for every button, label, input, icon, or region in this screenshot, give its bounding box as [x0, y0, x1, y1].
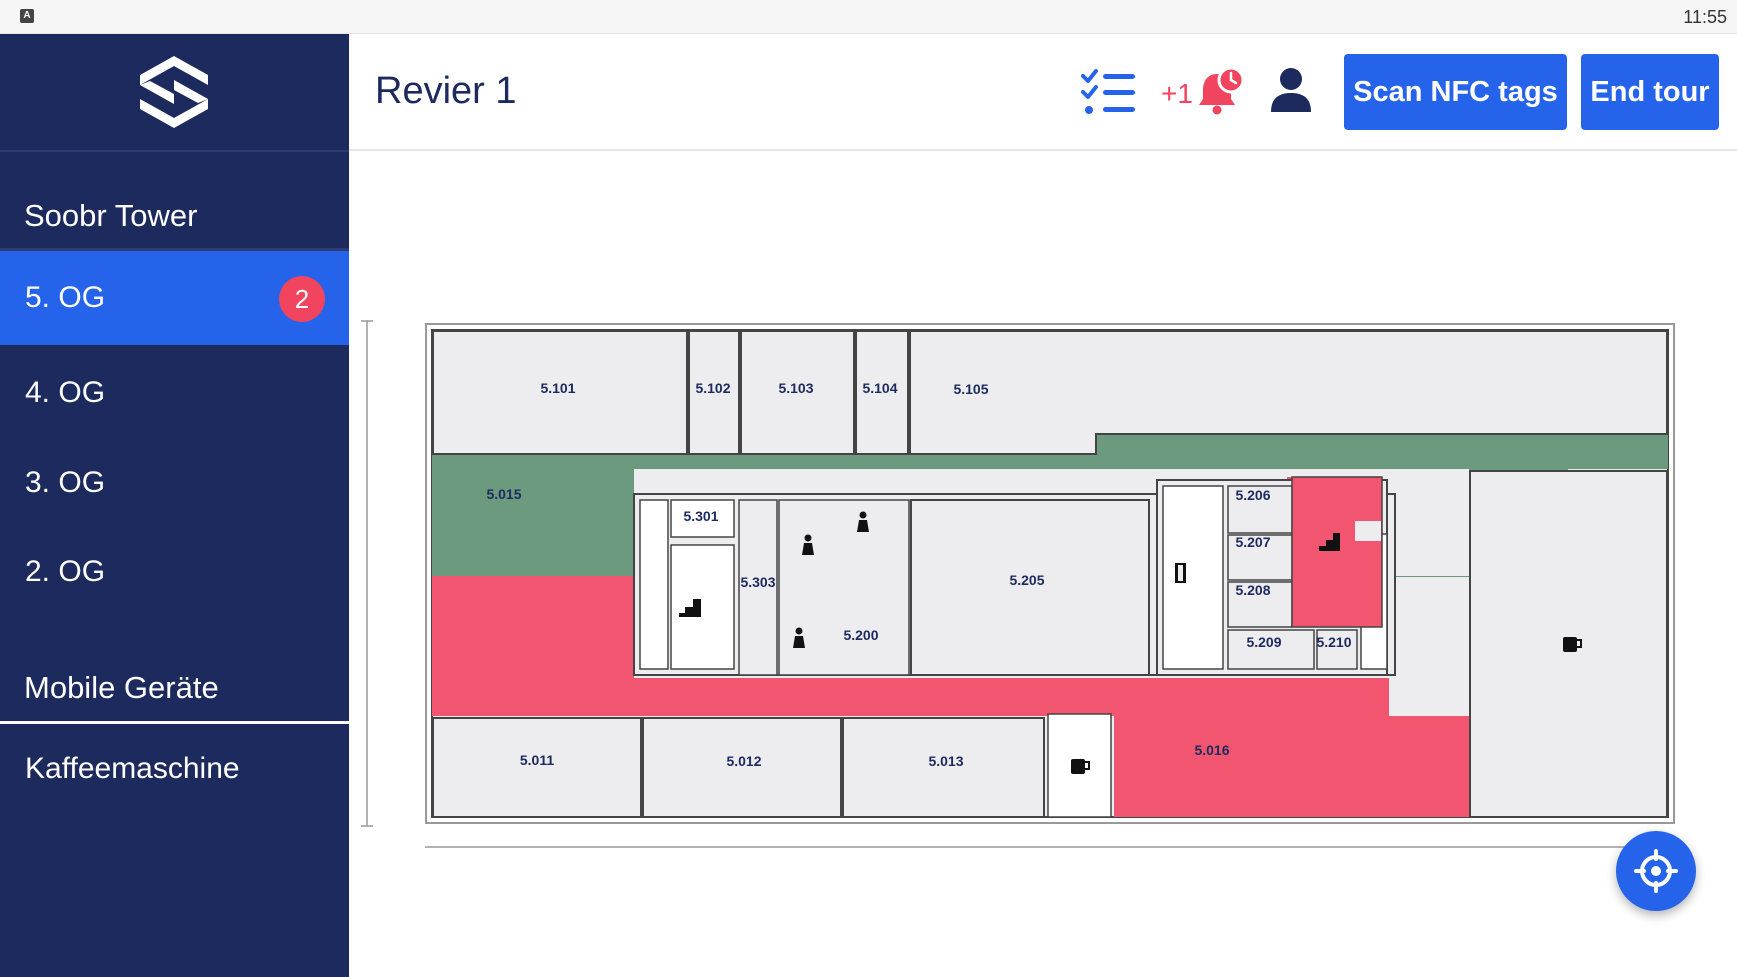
locate-me-button[interactable] — [1616, 831, 1696, 911]
room-label: 5.101 — [540, 380, 575, 396]
floor-label: 5. OG — [25, 281, 106, 314]
room-label: 5.210 — [1316, 634, 1351, 650]
status-bar: A 11:55 — [0, 0, 1737, 34]
room-label: 5.207 — [1235, 534, 1270, 550]
room-label: 5.200 — [843, 627, 878, 643]
page-title: Revier 1 — [375, 70, 517, 112]
floor-plan[interactable]: 5.101 5.102 5.103 5.104 5.105 5.015 5.30… — [349, 151, 1737, 871]
stairs-icon — [679, 599, 701, 617]
user-icon[interactable] — [1269, 66, 1313, 114]
room-label: 5.011 — [520, 752, 554, 768]
end-tour-button[interactable]: End tour — [1581, 54, 1719, 130]
scan-nfc-button[interactable]: Scan NFC tags — [1344, 54, 1567, 130]
map-area: 5.101 5.102 5.103 5.104 5.105 5.015 5.30… — [349, 151, 1737, 977]
room-label: 5.205 — [1009, 572, 1044, 588]
toilet-person-icon — [793, 511, 869, 648]
floor-label: 4. OG — [25, 376, 106, 409]
header: Revier 1 +1 Scan NFC tags End tour — [349, 34, 1737, 151]
app-indicator-icon: A — [20, 9, 34, 23]
sidebar: Soobr Tower 5. OG 2 4. OG 3. OG 2. OG Mo… — [0, 34, 349, 977]
task-list-icon[interactable] — [1081, 68, 1137, 118]
floor-item-3og[interactable]: 3. OG — [0, 436, 349, 530]
building-name: Soobr Tower — [24, 198, 198, 233]
room-label: 5.016 — [1194, 742, 1229, 758]
room-label: 5.015 — [486, 486, 521, 502]
floor-item-2og[interactable]: 2. OG — [0, 525, 349, 619]
room-label: 5.102 — [695, 380, 730, 396]
logo-area — [0, 34, 349, 152]
room-label: 5.103 — [778, 380, 813, 396]
sidebar-divider — [0, 248, 349, 251]
coffee-machine-icon[interactable] — [1071, 759, 1090, 774]
room-label: 5.105 — [953, 381, 988, 397]
alert-count: +1 — [1161, 78, 1193, 109]
status-clock: 11:55 — [1683, 7, 1727, 27]
sidebar-divider — [0, 721, 349, 724]
room-label: 5.206 — [1235, 487, 1270, 503]
room-label: 5.012 — [726, 753, 761, 769]
room-label: 5.209 — [1246, 634, 1281, 650]
mobile-devices-heading: Mobile Geräte — [24, 670, 219, 705]
device-label: Kaffeemaschine — [25, 752, 240, 785]
room-label: 5.301 — [683, 508, 718, 524]
room-label: 5.013 — [928, 753, 963, 769]
alarm-bell-icon[interactable] — [1197, 66, 1245, 116]
crosshair-icon — [1634, 849, 1678, 893]
floor-label: 3. OG — [25, 466, 106, 499]
floor-item-5og[interactable]: 5. OG 2 — [0, 251, 349, 345]
device-item-coffee-machine[interactable]: Kaffeemaschine — [0, 724, 349, 814]
stairs-icon — [1319, 533, 1340, 551]
floor-item-4og[interactable]: 4. OG — [0, 346, 349, 440]
room-label: 5.104 — [862, 380, 897, 396]
room-label: 5.303 — [740, 574, 775, 590]
coffee-machine-icon[interactable] — [1563, 637, 1582, 652]
elevator-icon — [1175, 563, 1186, 583]
room-label: 5.208 — [1235, 582, 1270, 598]
alert-zone[interactable] — [432, 576, 1568, 817]
corridor-zone[interactable] — [432, 434, 1668, 577]
soobr-logo-icon — [140, 56, 208, 128]
task-count-badge: 2 — [279, 276, 325, 322]
floor-label: 2. OG — [25, 555, 106, 588]
